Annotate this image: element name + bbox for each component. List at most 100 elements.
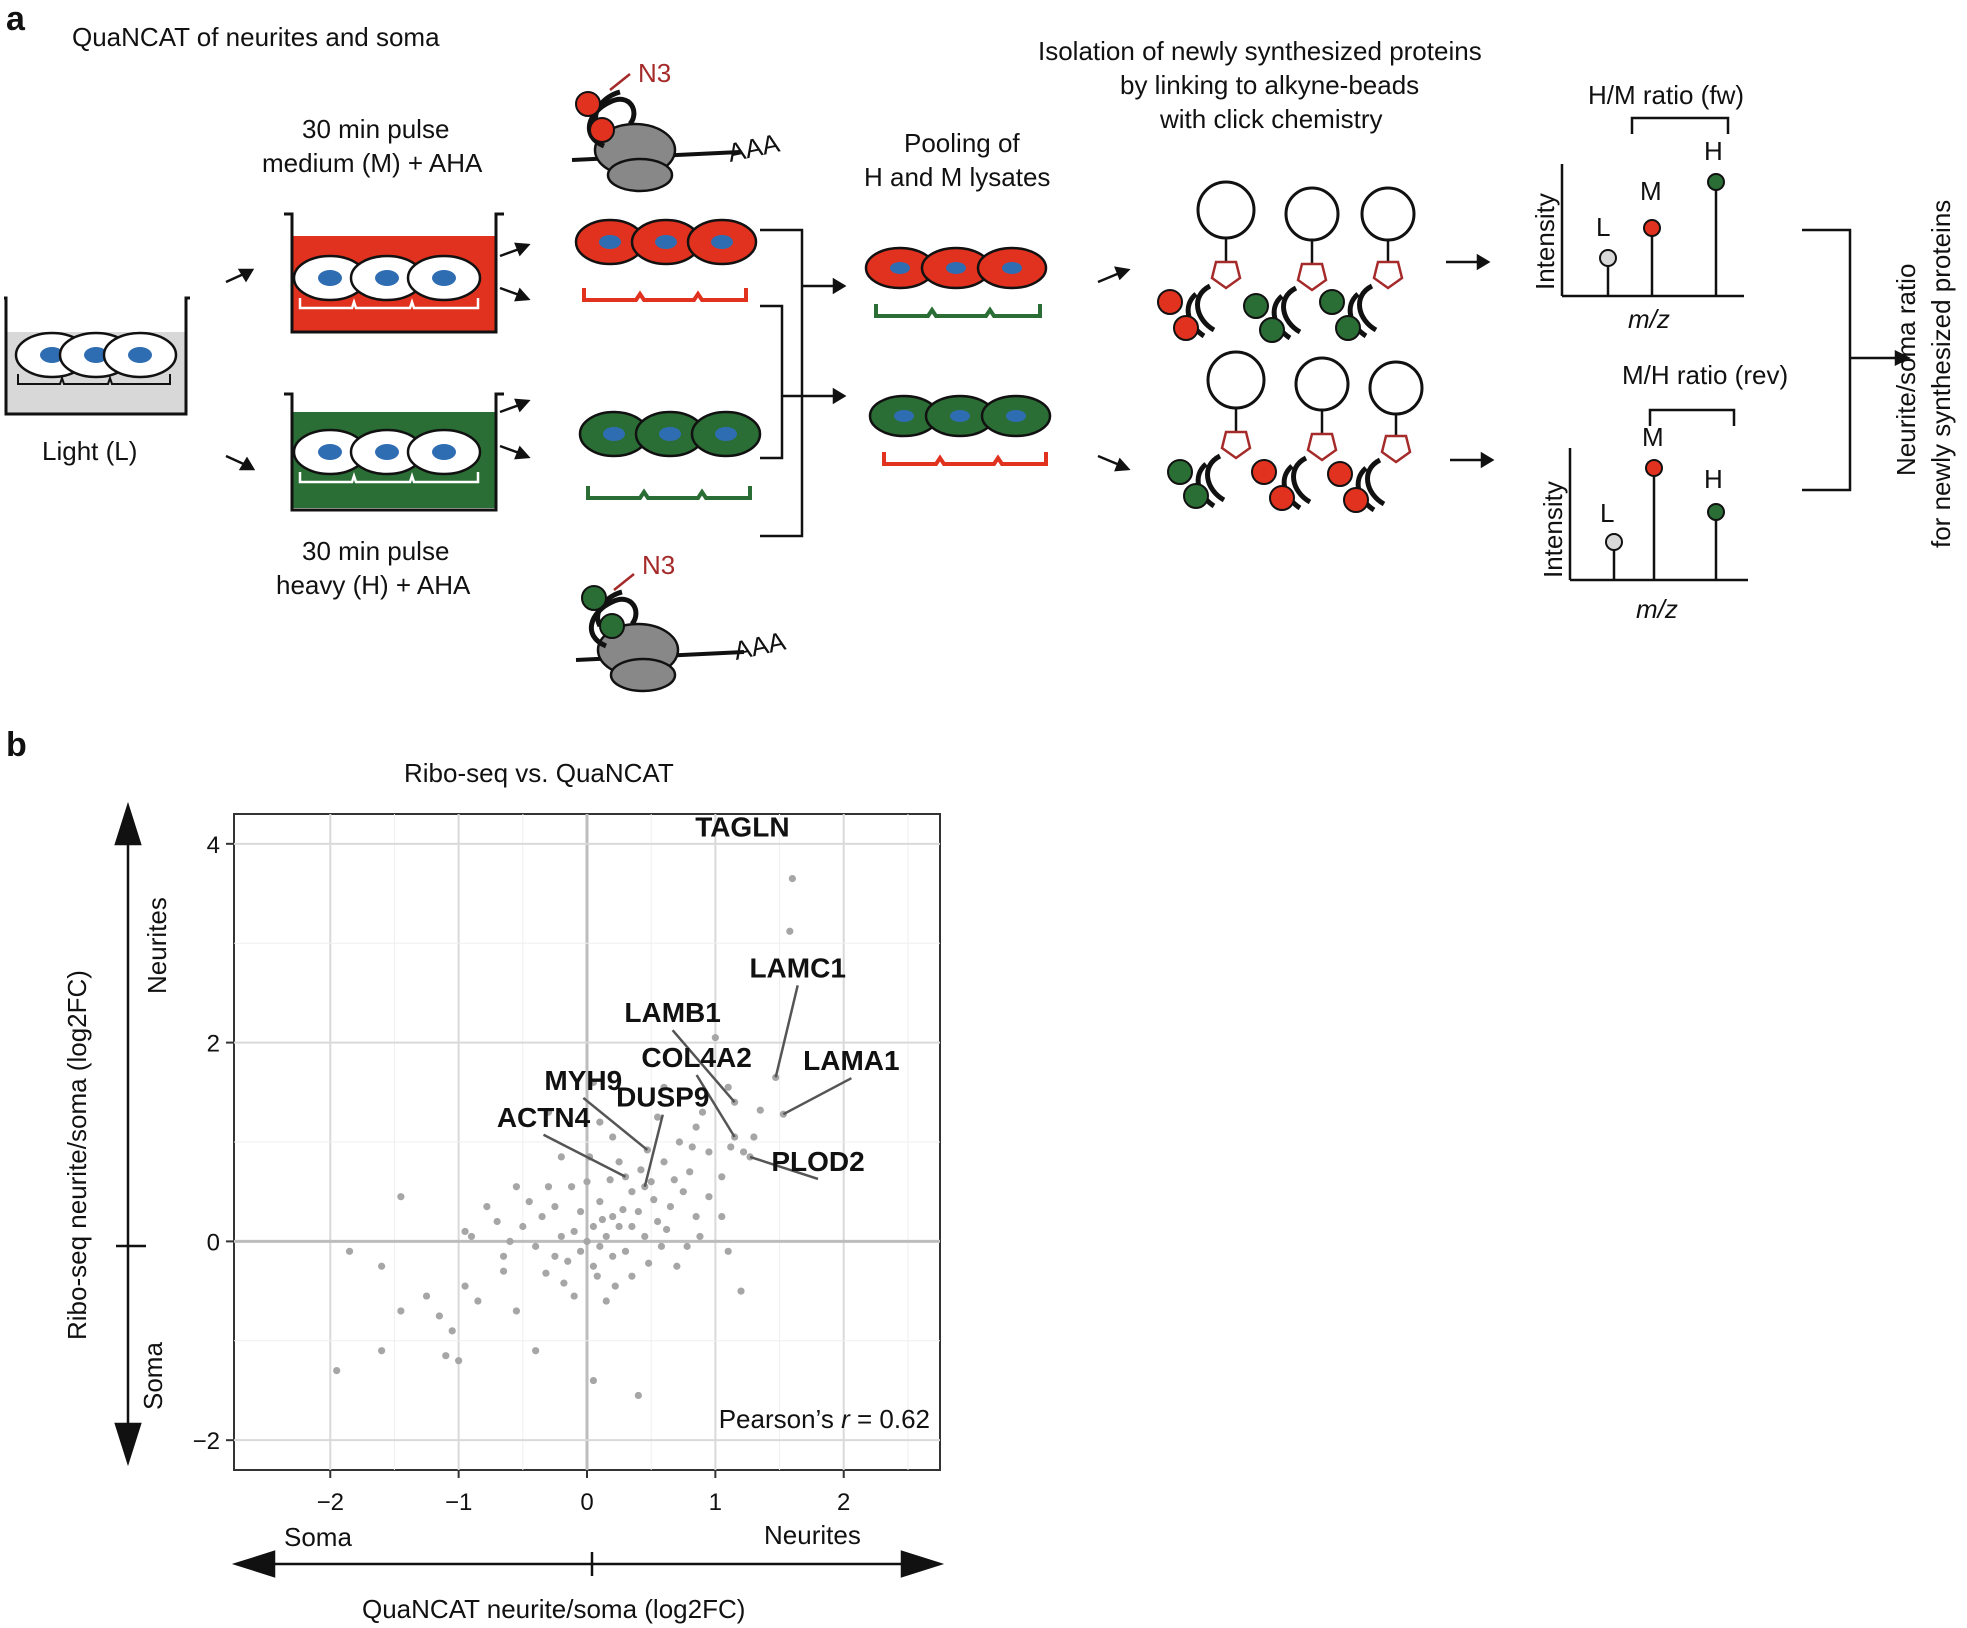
pearson-r: r — [841, 1404, 851, 1434]
panel-a-label: a — [6, 0, 26, 38]
data-point — [673, 1262, 681, 1270]
data-point — [448, 1327, 456, 1335]
data-point — [737, 1287, 745, 1295]
data-point — [786, 927, 794, 935]
x-neurites-label: Neurites — [764, 1520, 861, 1550]
data-point — [589, 1078, 598, 1086]
data-point — [512, 1307, 521, 1315]
medium-soma-cells — [574, 218, 758, 266]
data-point — [621, 1247, 630, 1255]
heavy-pulse-line1: 30 min pulse — [302, 536, 449, 566]
rev-peak-L-label: L — [1600, 498, 1614, 528]
y-tick-label: 4 — [207, 832, 220, 859]
data-point — [461, 1227, 469, 1236]
polya-bottom-label: AAA — [731, 626, 789, 666]
pooling-brackets — [760, 228, 847, 538]
data-point — [602, 1232, 610, 1241]
data-point — [506, 1237, 514, 1245]
data-point — [397, 1307, 405, 1315]
data-point — [596, 1198, 604, 1206]
data-point — [455, 1357, 463, 1365]
data-point — [637, 1166, 645, 1174]
data-point — [686, 1168, 694, 1176]
gene-label: ACTN4 — [497, 1102, 591, 1133]
data-point — [705, 1148, 713, 1156]
rev-peak-M-label: M — [1642, 422, 1664, 452]
data-point — [666, 1203, 675, 1211]
fw-peak-H-label: H — [1704, 136, 1723, 166]
arrows-dishes — [499, 242, 531, 460]
pooled-bottom — [868, 394, 1052, 466]
scatter-points — [333, 875, 796, 1400]
data-point — [683, 1242, 691, 1250]
data-point — [378, 1262, 386, 1270]
data-point — [519, 1222, 527, 1231]
data-point — [740, 1148, 748, 1156]
x-tick-label: 1 — [709, 1489, 722, 1516]
ribosome-bottom — [575, 573, 745, 693]
pearson-prefix: Pearson’s — [719, 1404, 841, 1434]
data-point — [589, 1376, 598, 1385]
rev-spectrum-axes — [1568, 448, 1748, 582]
data-point — [750, 1133, 758, 1141]
rev-peak-medium — [1645, 459, 1663, 477]
data-point — [435, 1312, 443, 1320]
svg-text:Pearson’s r = 0.62: Pearson’s r = 0.62 — [719, 1404, 930, 1434]
data-point — [615, 1222, 623, 1231]
data-point — [576, 1247, 585, 1255]
data-point — [606, 1176, 614, 1184]
rev-intensity-label: Intensity — [1538, 481, 1568, 578]
medium-neurites — [582, 288, 748, 302]
fw-peak-M-label: M — [1640, 176, 1662, 206]
data-point — [718, 1212, 726, 1221]
data-point — [634, 1391, 642, 1400]
x-tick-label: 0 — [580, 1489, 593, 1516]
data-point — [333, 1367, 341, 1375]
beads-top — [1157, 180, 1416, 343]
gene-label: PLOD2 — [771, 1146, 864, 1177]
x-tick-label: 2 — [837, 1489, 850, 1516]
medium-pulse-line2: medium (M) + AHA — [262, 148, 483, 178]
data-point — [467, 1232, 476, 1241]
y-tick-label: −2 — [193, 1428, 220, 1455]
data-point — [634, 1207, 642, 1216]
data-point — [647, 1178, 655, 1186]
heavy-soma-cells — [578, 410, 762, 458]
data-point — [570, 1227, 578, 1236]
data-point — [679, 1188, 687, 1196]
data-point — [551, 1252, 559, 1260]
data-point — [596, 1242, 604, 1250]
data-point — [705, 1193, 713, 1201]
fw-ratio-label: H/M ratio (fw) — [1588, 80, 1744, 110]
data-point — [756, 1106, 764, 1114]
data-point — [619, 1205, 627, 1214]
data-point — [542, 1269, 550, 1277]
data-point — [611, 1282, 619, 1290]
fw-peak-L-label: L — [1596, 212, 1610, 242]
heavy-dish — [284, 392, 504, 512]
pooling-line2: H and M lysates — [864, 162, 1050, 192]
azide-bottom-label: N3 — [642, 550, 675, 580]
heavy-neurites — [586, 486, 752, 500]
gene-label: MYH9 — [544, 1065, 622, 1096]
rev-mz-label: m/z — [1636, 594, 1678, 624]
data-point — [724, 1083, 732, 1091]
data-point — [499, 1267, 508, 1275]
fw-mz-label: m/z — [1628, 304, 1670, 334]
data-point — [598, 1215, 607, 1224]
rev-peak-light — [1605, 533, 1623, 551]
data-point — [692, 1123, 700, 1131]
data-point — [660, 1158, 668, 1166]
data-point — [567, 1183, 576, 1191]
light-dish — [4, 296, 190, 416]
data-point — [696, 1232, 704, 1241]
gene-label: DUSP9 — [616, 1082, 709, 1113]
annotation-leader — [749, 1155, 819, 1181]
y-tick-label: 2 — [207, 1031, 220, 1058]
rev-bracket — [1648, 408, 1736, 426]
medium-dish — [284, 212, 504, 334]
light-cells — [14, 331, 178, 385]
data-point — [718, 1173, 726, 1181]
data-point — [724, 1247, 732, 1255]
